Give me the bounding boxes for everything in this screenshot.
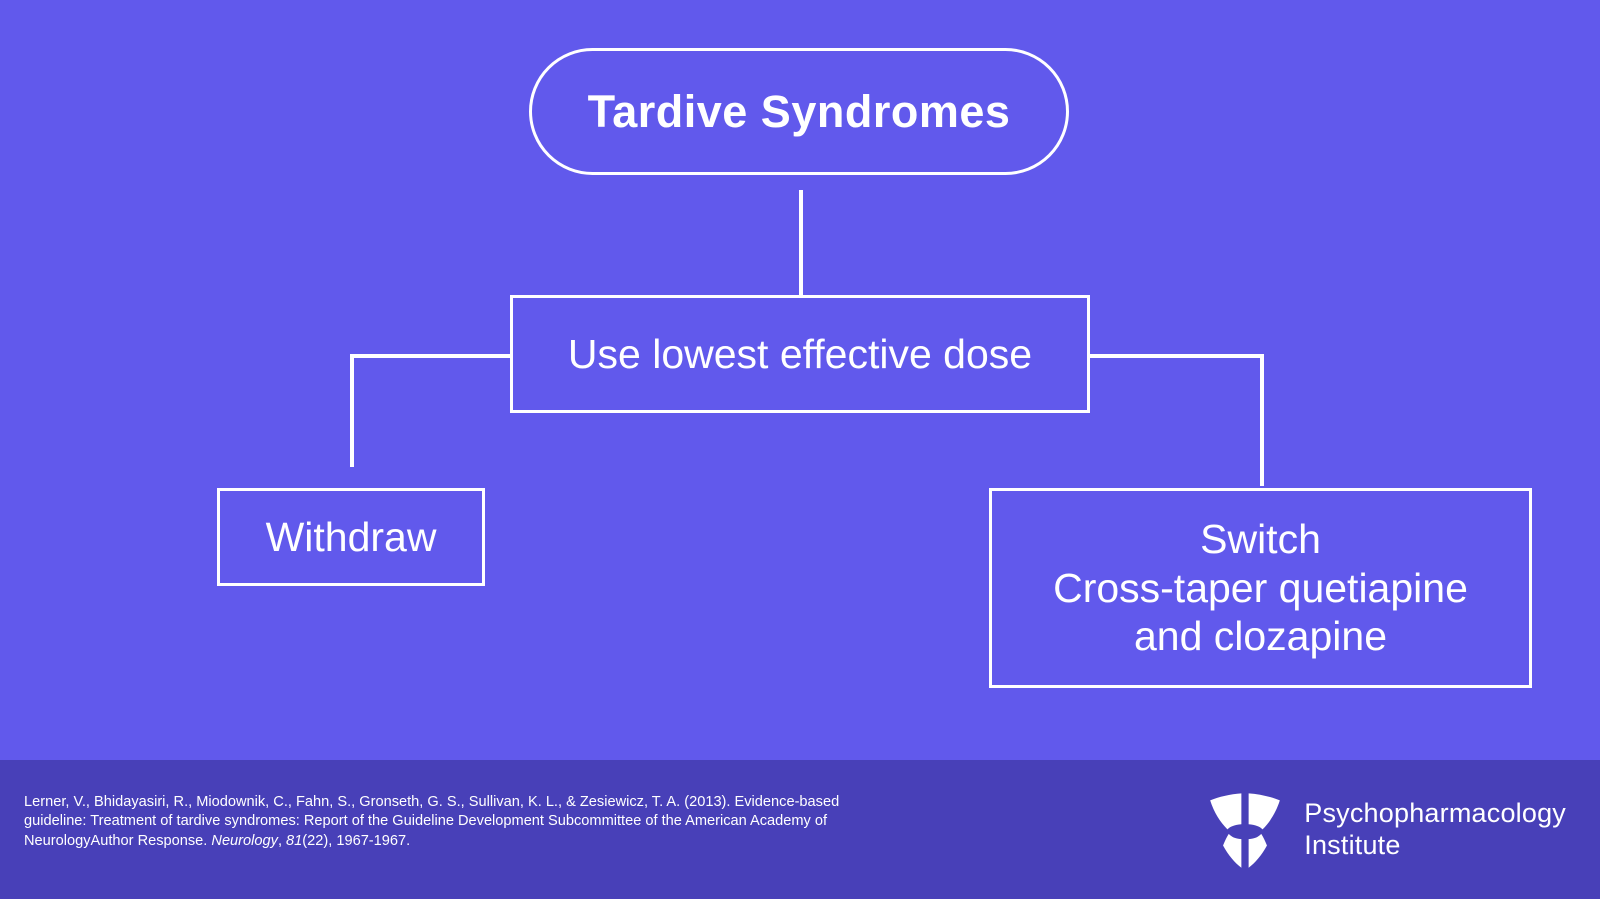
node-withdraw-label: Withdraw: [265, 513, 437, 560]
node-use-lowest-effective-dose-label: Use lowest effective dose: [567, 330, 1033, 377]
citation-part-3: (22), 1967-1967.: [302, 832, 411, 849]
connector-dose-to-withdraw-horizontal: [350, 354, 512, 358]
node-switch-cross-taper-label: Switch Cross-taper quetiapine and clozap…: [1053, 515, 1468, 660]
connector-dose-to-switch-vertical: [1260, 354, 1264, 486]
node-withdraw: Withdraw: [217, 488, 485, 586]
connector-dose-to-withdraw-vertical: [350, 354, 354, 467]
node-switch-line-1: Switch: [1200, 516, 1321, 563]
node-tardive-syndromes: Tardive Syndromes: [529, 48, 1069, 175]
node-switch-line-3: and clozapine: [1133, 613, 1387, 660]
footer-bar: Lerner, V., Bhidayasiri, R., Miodownik, …: [0, 760, 1600, 899]
brand-name: Psychopharmacology Institute: [1304, 798, 1566, 862]
brand-name-line-1: Psychopharmacology: [1304, 798, 1566, 829]
connector-root-to-dose: [799, 190, 803, 296]
node-tardive-syndromes-label: Tardive Syndromes: [587, 85, 1011, 137]
connector-dose-to-switch-horizontal: [1088, 354, 1264, 358]
brand-lockup: Psychopharmacology Institute: [1204, 788, 1566, 872]
node-use-lowest-effective-dose: Use lowest effective dose: [510, 295, 1090, 413]
node-switch-cross-taper: Switch Cross-taper quetiapine and clozap…: [989, 488, 1532, 688]
citation-text: Lerner, V., Bhidayasiri, R., Miodownik, …: [24, 793, 884, 851]
citation-volume: 81: [286, 832, 303, 849]
shield-logo-icon: [1210, 793, 1281, 868]
citation-part-1: Lerner, V., Bhidayasiri, R., Miodownik, …: [24, 794, 840, 849]
citation-part-2: ,: [277, 832, 287, 849]
citation-journal: Neurology: [211, 832, 278, 849]
node-switch-line-2: Cross-taper quetiapine: [1053, 564, 1468, 611]
flowchart-diagram: Tardive Syndromes Use lowest effective d…: [217, 48, 1532, 688]
brand-name-line-2: Institute: [1304, 830, 1401, 860]
